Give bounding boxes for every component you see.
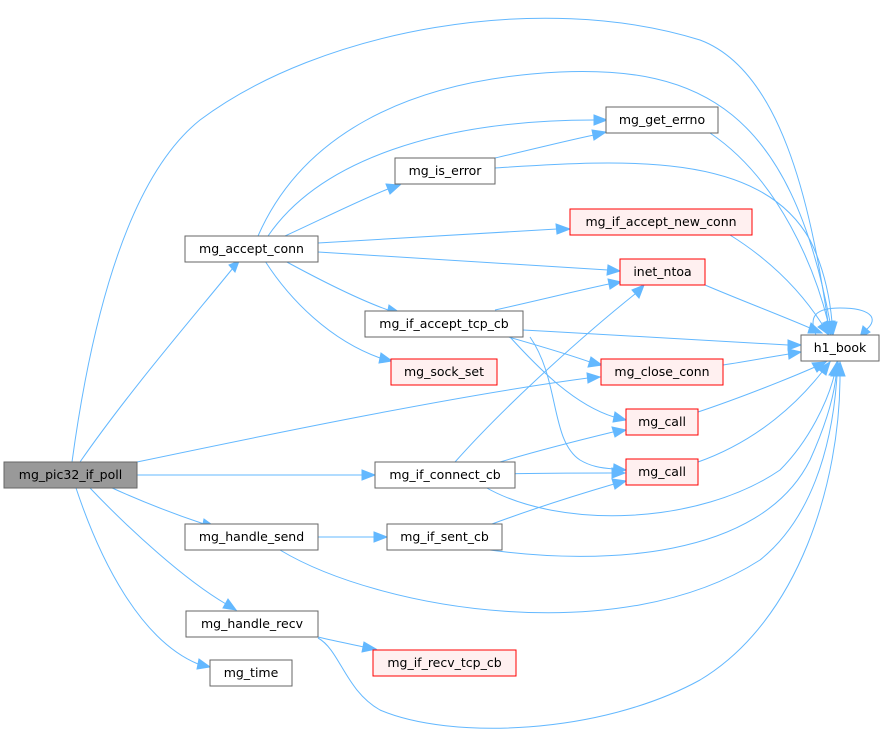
node-mg-close-conn[interactable]: mg_close_conn (600, 358, 724, 386)
node-label: mg_get_errno (619, 112, 705, 127)
node-mg-call-2[interactable]: mg_call (625, 458, 699, 486)
edge-is-error-to-get-errno (494, 129, 608, 159)
edge-pic32-to-close-conn (136, 372, 602, 463)
edge-inet-ntoa-to-h1-book (704, 284, 824, 334)
node-label: mg_if_recv_tcp_cb (387, 655, 501, 670)
node-mg-if-sent-cb[interactable]: mg_if_sent_cb (386, 523, 503, 551)
node-label: mg_accept_conn (199, 241, 304, 256)
node-label: h1_book (814, 340, 867, 355)
edge-accept-conn-to-h1-book (257, 71, 836, 337)
edge-accept-tcp-cb-to-h1-book (522, 329, 803, 351)
edge-accept-tcp-cb-to-call-1 (509, 336, 628, 423)
edge-pic32-to-handle-send (109, 486, 217, 530)
edge-pic32-to-accept-conn (79, 260, 240, 463)
node-mg-handle-send[interactable]: mg_handle_send (184, 523, 319, 551)
edge-is-error-to-h1-book (494, 162, 838, 337)
edge-connect-cb-to-call-2 (501, 467, 627, 479)
node-label: mg_handle_recv (201, 616, 304, 631)
node-h1-book[interactable]: h1_book (800, 334, 880, 362)
node-label: mg_if_connect_cb (389, 467, 500, 482)
node-label: mg_pic32_if_poll (19, 467, 122, 482)
edge-accept-new-conn-to-h1-book (729, 234, 830, 337)
edge-accept-conn-to-sock-set (264, 260, 394, 364)
edge-pic32-to-connect-cb (137, 469, 377, 481)
node-label: mg_call (638, 464, 686, 479)
edge-accept-tcp-cb-to-close-conn (504, 335, 604, 368)
node-label: mg_is_error (409, 163, 483, 178)
node-label: mg_handle_send (199, 529, 304, 544)
node-mg-handle-recv[interactable]: mg_handle_recv (185, 610, 319, 638)
node-label: inet_ntoa (633, 264, 691, 279)
edge-connect-cb-to-inet-ntoa (454, 284, 645, 463)
edges (71, 17, 873, 729)
edge-accept-conn-to-get-errno (267, 114, 609, 237)
node-mg-time[interactable]: mg_time (209, 659, 293, 687)
edge-connect-cb-to-call-1 (499, 426, 628, 463)
edge-close-conn-to-h1-book (722, 348, 803, 366)
node-label: mg_sock_set (404, 364, 484, 379)
node-inet-ntoa[interactable]: inet_ntoa (619, 258, 706, 286)
node-mg-if-accept-new-conn[interactable]: mg_if_accept_new_conn (569, 208, 753, 236)
node-mg-if-connect-cb[interactable]: mg_if_connect_cb (374, 461, 516, 489)
edge-sent-cb-to-call-2 (491, 478, 628, 525)
node-label: mg_if_accept_tcp_cb (379, 316, 508, 331)
node-mg-if-recv-tcp-cb[interactable]: mg_if_recv_tcp_cb (372, 649, 517, 677)
edge-handle-send-to-h1-book (279, 360, 843, 614)
node-mg-if-accept-tcp-cb[interactable]: mg_if_accept_tcp_cb (364, 310, 524, 338)
edge-pic32-to-mg-time (75, 487, 212, 670)
edge-accept-conn-to-inet-ntoa (317, 251, 622, 276)
node-mg-get-errno[interactable]: mg_get_errno (605, 106, 719, 134)
edge-handle-send-to-sent-cb (318, 531, 389, 543)
node-label: mg_close_conn (614, 364, 709, 379)
node-mg-pic32-if-poll[interactable]: mg_pic32_if_poll (3, 461, 138, 489)
node-mg-is-error[interactable]: mg_is_error (394, 157, 496, 185)
edge-handle-recv-to-h1-book (317, 360, 846, 729)
node-mg-call-1[interactable]: mg_call (625, 408, 699, 436)
node-label: mg_time (224, 665, 279, 680)
nodes: mg_pic32_if_poll mg_accept_conn mg_is_er… (3, 106, 880, 687)
edge-pic32-to-handle-recv (89, 487, 238, 611)
node-label: mg_call (638, 414, 686, 429)
edge-call-2-to-h1-book (697, 360, 831, 463)
node-label: mg_if_accept_new_conn (585, 214, 736, 229)
edge-accept-conn-to-accept-new-conn (317, 223, 572, 244)
edge-accept-conn-to-is-error (284, 183, 402, 237)
node-label: mg_if_sent_cb (400, 529, 489, 544)
edge-accept-tcp-cb-to-inet-ntoa (494, 278, 623, 311)
node-mg-accept-conn[interactable]: mg_accept_conn (184, 235, 319, 263)
node-mg-sock-set[interactable]: mg_sock_set (390, 358, 498, 386)
